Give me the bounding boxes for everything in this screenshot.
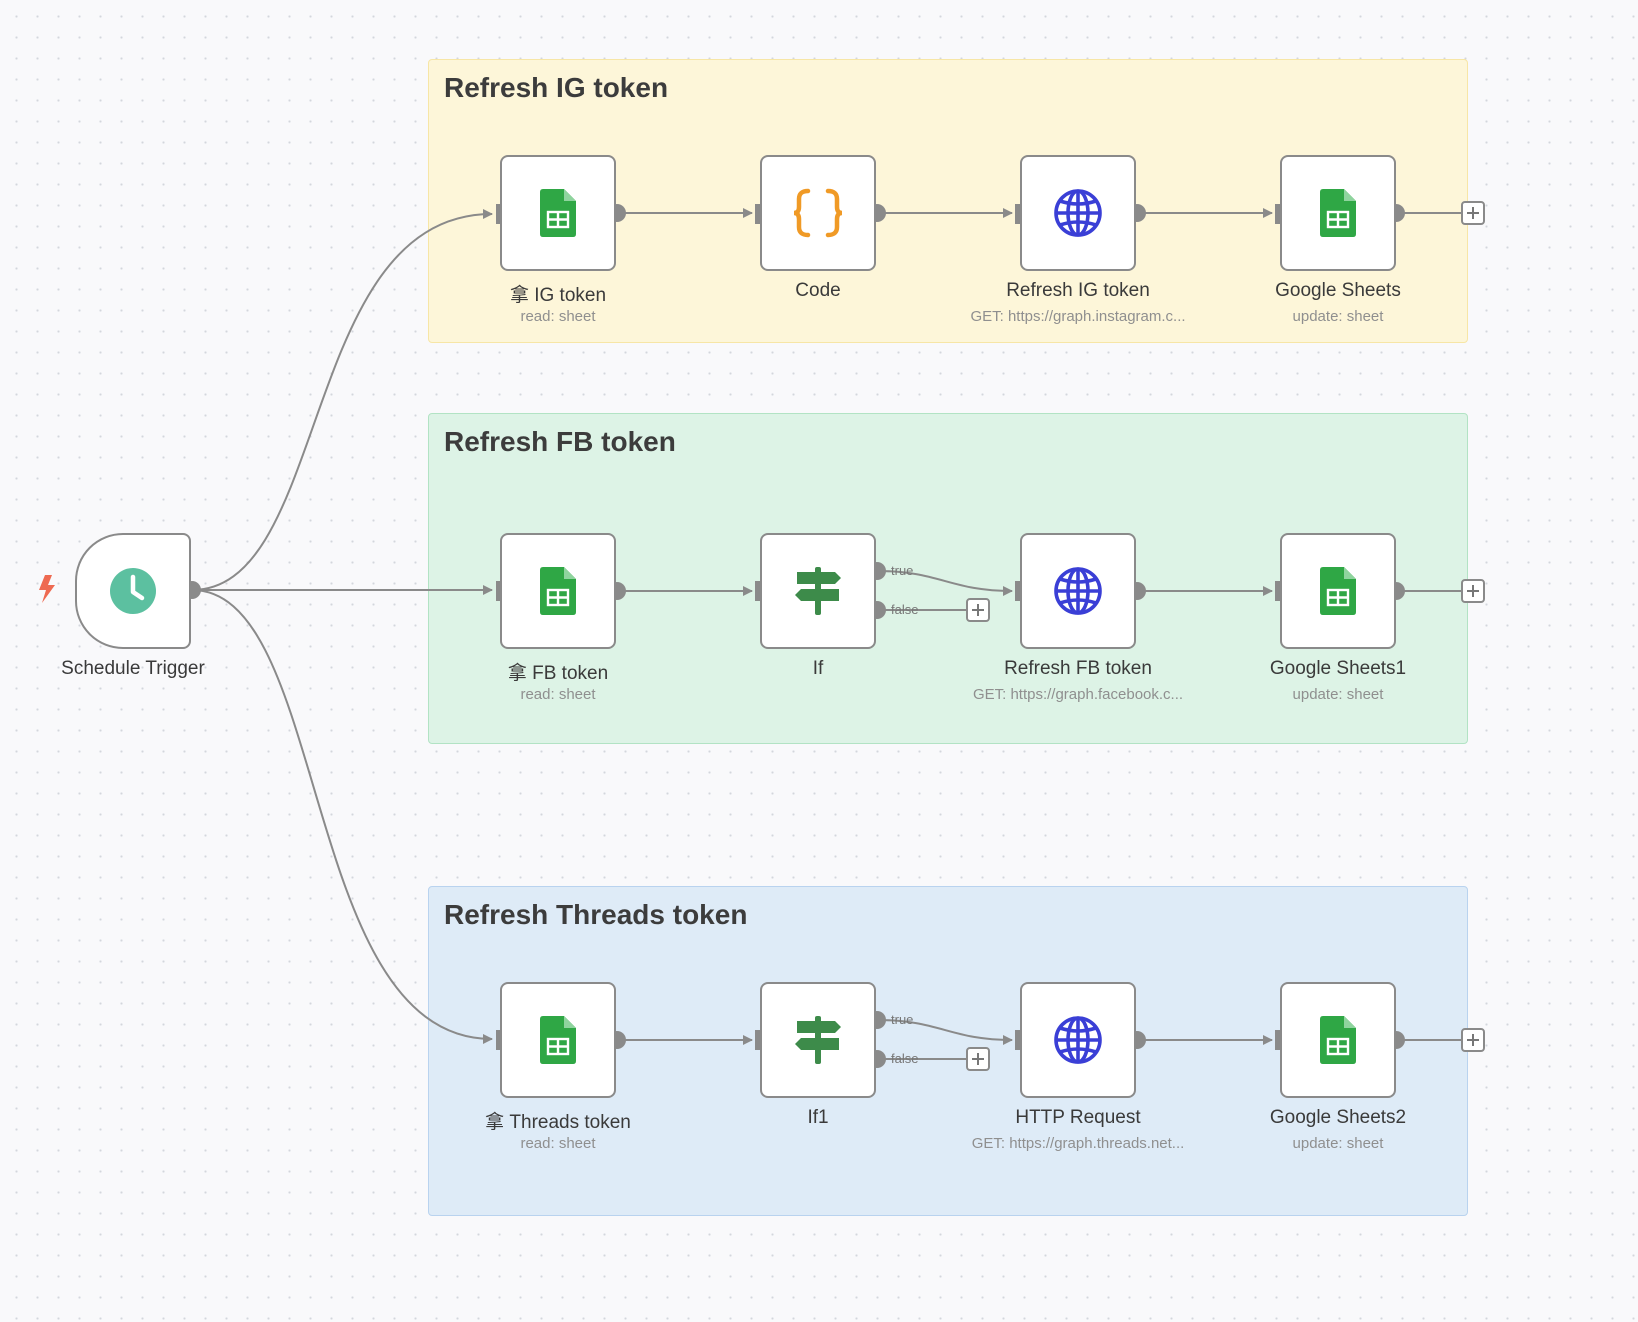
- google-sheets-icon: [1320, 567, 1356, 615]
- branch-true-label: true: [891, 563, 914, 578]
- node-ig-refresh-token[interactable]: [1020, 155, 1136, 271]
- group-title: Refresh IG token: [444, 72, 669, 103]
- code-braces-icon: [793, 188, 843, 238]
- google-sheets-icon: [540, 567, 576, 615]
- node-label: Google Sheets1: [1269, 658, 1407, 679]
- node-subtitle: update: sheet: [1292, 308, 1384, 325]
- node-label: HTTP Request: [1015, 1107, 1141, 1128]
- node-fb-get-token[interactable]: [500, 533, 616, 649]
- add-node-button[interactable]: [1461, 579, 1485, 603]
- node-fb-google-sheets1[interactable]: [1280, 533, 1396, 649]
- node-fb-if[interactable]: [760, 533, 876, 649]
- clock-icon: [110, 568, 156, 614]
- signpost-icon: [795, 1016, 841, 1064]
- google-sheets-icon: [540, 189, 576, 237]
- node-threads-http-request[interactable]: [1020, 982, 1136, 1098]
- node-schedule-trigger[interactable]: [75, 533, 191, 649]
- node-label: Code: [795, 280, 841, 301]
- node-subtitle: update: sheet: [1292, 686, 1384, 703]
- node-label: 拿 FB token: [507, 663, 609, 684]
- add-node-button[interactable]: [1461, 1028, 1485, 1052]
- globe-icon: [1054, 189, 1102, 237]
- node-label: Refresh IG token: [1006, 280, 1150, 301]
- node-ig-get-token[interactable]: [500, 155, 616, 271]
- node-label: Refresh FB token: [1004, 658, 1152, 679]
- node-label: 拿 IG token: [509, 285, 607, 306]
- node-subtitle: read: sheet: [520, 686, 596, 703]
- google-sheets-icon: [1320, 189, 1356, 237]
- node-ig-google-sheets[interactable]: [1280, 155, 1396, 271]
- node-label: Google Sheets2: [1269, 1107, 1407, 1128]
- node-threads-if1[interactable]: [760, 982, 876, 1098]
- globe-icon: [1054, 567, 1102, 615]
- node-label: Schedule Trigger: [61, 658, 205, 679]
- node-threads-get-token[interactable]: [500, 982, 616, 1098]
- node-label: Google Sheets: [1275, 280, 1401, 301]
- node-subtitle: read: sheet: [520, 308, 596, 325]
- trigger-bolt-icon: [39, 575, 55, 603]
- google-sheets-icon: [1320, 1016, 1356, 1064]
- signpost-icon: [795, 567, 841, 615]
- node-subtitle: GET: https://graph.facebook.c...: [972, 686, 1184, 703]
- node-threads-google-sheets2[interactable]: [1280, 982, 1396, 1098]
- node-label: 拿 Threads token: [485, 1112, 631, 1133]
- add-node-button[interactable]: [1461, 201, 1485, 225]
- add-node-button[interactable]: [966, 1047, 990, 1071]
- node-label: If1: [807, 1107, 829, 1128]
- node-subtitle: update: sheet: [1292, 1135, 1384, 1152]
- node-ig-code[interactable]: [760, 155, 876, 271]
- node-subtitle: GET: https://graph.instagram.c...: [970, 308, 1186, 325]
- node-subtitle: read: sheet: [520, 1135, 596, 1152]
- branch-false-label: false: [891, 1051, 919, 1066]
- branch-true-label: true: [891, 1012, 914, 1027]
- add-node-button[interactable]: [966, 598, 990, 622]
- group-title: Refresh FB token: [444, 426, 676, 457]
- branch-false-label: false: [891, 602, 919, 617]
- node-label: If: [812, 658, 824, 679]
- node-subtitle: GET: https://graph.threads.net...: [971, 1135, 1185, 1152]
- globe-icon: [1054, 1016, 1102, 1064]
- node-fb-refresh-token[interactable]: [1020, 533, 1136, 649]
- group-title: Refresh Threads token: [444, 899, 748, 930]
- google-sheets-icon: [540, 1016, 576, 1064]
